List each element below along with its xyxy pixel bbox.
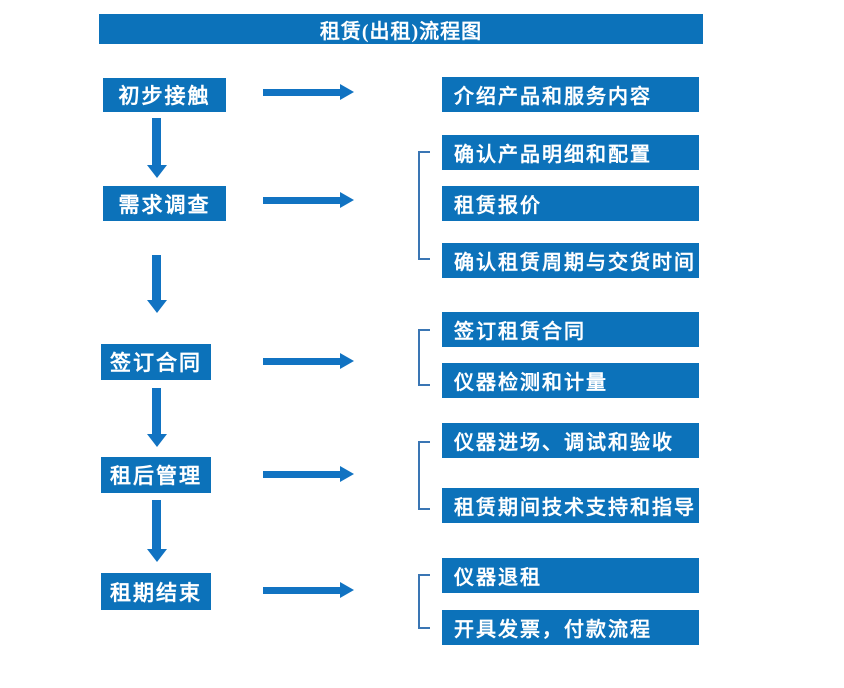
group-bracket	[418, 574, 430, 629]
detail-box-instrument-testing: 仪器检测和计量	[442, 363, 699, 398]
step-box-post-rental-management: 租后管理	[101, 457, 211, 493]
detail-box-introduce-products: 介绍产品和服务内容	[442, 77, 699, 112]
right-arrow-icon	[263, 582, 354, 599]
detail-box-confirm-product-config: 确认产品明细和配置	[442, 135, 699, 170]
group-bracket	[418, 441, 430, 510]
down-arrow-icon	[147, 118, 167, 178]
down-arrow-icon	[147, 255, 167, 313]
detail-box-instrument-return: 仪器退租	[442, 558, 699, 593]
step-box-initial-contact: 初步接触	[103, 78, 226, 112]
group-bracket	[418, 151, 430, 260]
right-arrow-icon	[263, 353, 354, 370]
down-arrow-icon	[147, 500, 167, 562]
detail-box-instrument-entry-acceptance: 仪器进场、调试和验收	[442, 423, 699, 458]
group-bracket	[418, 329, 430, 386]
down-arrow-icon	[147, 388, 167, 447]
detail-box-rental-quote: 租赁报价	[442, 186, 699, 221]
page-title: 租赁(出租)流程图	[319, 20, 483, 43]
detail-box-technical-support: 租赁期间技术支持和指导	[442, 488, 699, 523]
detail-box-sign-rental-contract: 签订租赁合同	[442, 312, 699, 347]
right-arrow-icon	[263, 192, 354, 209]
detail-box-invoice-payment: 开具发票，付款流程	[442, 610, 699, 645]
step-box-sign-contract: 签订合同	[101, 344, 211, 380]
step-box-rental-end: 租期结束	[101, 573, 211, 610]
right-arrow-icon	[263, 84, 354, 101]
right-arrow-icon	[263, 466, 354, 483]
step-box-demand-survey: 需求调查	[103, 186, 226, 221]
title-bar: 租赁(出租)流程图	[99, 14, 703, 44]
detail-box-confirm-period-delivery: 确认租赁周期与交货时间	[442, 243, 699, 278]
